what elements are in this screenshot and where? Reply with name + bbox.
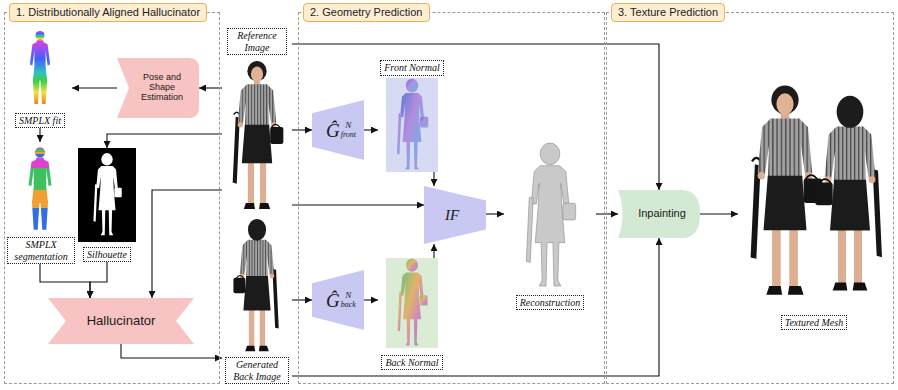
symbol-scripts: Nfront	[341, 121, 356, 140]
block-label: ĜNback	[320, 291, 356, 310]
block-label: Inpainting	[632, 207, 686, 220]
flow-arrow	[292, 44, 659, 190]
flow-arrow	[486, 213, 504, 214]
symbol-scripts: Nback	[341, 291, 356, 310]
flow-arrow	[433, 244, 434, 258]
flow-arrow	[39, 128, 40, 142]
figure-caption: Front Normal	[380, 60, 443, 76]
section-panel: 2. Geometry PredictionFront NormalĜNfron…	[298, 12, 605, 384]
figure-caption: Back Normal	[381, 355, 442, 371]
block-shape	[48, 298, 194, 344]
flow-arrow	[292, 129, 312, 130]
silhouette-figure: Silhouette	[78, 148, 136, 262]
flow-arrow	[121, 344, 222, 358]
flow-arrow	[364, 299, 378, 300]
section-heading: 3. Texture Prediction	[611, 3, 725, 22]
flow-arrow	[90, 262, 107, 298]
block-label: IF	[445, 206, 465, 224]
flow-arrow	[72, 87, 117, 88]
network-block: ĜNback	[312, 270, 364, 330]
block-shape	[424, 186, 486, 244]
front-normal-figure: Front Normal	[378, 60, 446, 172]
smplx-segmentation-body	[29, 147, 52, 230]
block-shape	[312, 100, 364, 160]
block-text: Inpainting	[638, 207, 686, 219]
flow-arrow	[152, 190, 222, 298]
block-shape	[618, 190, 700, 238]
symbol-base: Ĝ	[326, 121, 340, 140]
flow-arrow	[40, 264, 90, 298]
front-normal-map	[397, 79, 428, 170]
figure-caption: SMPLX fit	[15, 113, 65, 129]
symbol-base: Ĝ	[326, 291, 340, 310]
network-block: ĜNfront	[312, 100, 364, 160]
section-heading: 2. Geometry Prediction	[303, 3, 430, 22]
silhouette-ground	[78, 148, 136, 242]
flow-arrow	[364, 129, 378, 130]
hallucinator-block: Hallucinator	[48, 298, 194, 344]
figure-caption: Generated Back Image	[225, 357, 289, 384]
segmentation-figure: SMPLX segmentation	[6, 142, 76, 264]
subscript: back	[341, 301, 356, 310]
subscript: front	[341, 131, 356, 140]
generated-image: Generated Back Image	[222, 218, 292, 384]
front-normal-ground	[386, 78, 438, 172]
block-label: ĜNfront	[320, 121, 356, 140]
smplx-fit-figure: SMPLX fit	[8, 28, 72, 128]
flow-arrow	[107, 134, 222, 148]
generated-back-person	[233, 219, 278, 351]
flow-arrow	[596, 213, 618, 214]
block-shape	[117, 58, 199, 118]
figure-caption: Reference Image	[227, 28, 287, 55]
silhouette-figure	[93, 153, 121, 235]
flow-arrow	[199, 87, 222, 88]
back-normal-figure: Back Normal	[378, 258, 446, 370]
figure-caption: Textured Mesh	[781, 315, 847, 331]
block-text: Hallucinator	[87, 313, 156, 328]
flow-arrow	[292, 204, 424, 205]
figure-caption: SMPLX segmentation	[7, 237, 75, 264]
block-label: Pose and Shape Estimation	[128, 73, 188, 103]
flow-arrow	[433, 172, 434, 186]
section-panel: 1. Distributionally Aligned Hallucinator…	[4, 12, 220, 384]
block-shape	[312, 270, 364, 330]
superscript: N	[341, 291, 356, 301]
flow-arrow	[292, 238, 659, 376]
superscript: N	[341, 121, 356, 131]
back-normal-map	[398, 259, 428, 346]
flow-arrow	[292, 299, 312, 300]
textured-mesh-figure: Textured Mesh	[738, 80, 890, 330]
reconstruction-figure: Reconstruction	[504, 140, 596, 310]
reference-person	[233, 61, 284, 209]
back-normal-ground	[386, 258, 438, 348]
block-text: Pose and Shape Estimation	[141, 72, 183, 102]
estimation-block: Pose and Shape Estimation	[117, 58, 199, 118]
network-block: IF	[424, 186, 486, 244]
figure-caption: Silhouette	[83, 247, 131, 263]
section-panel: 3. Texture PredictionInpaintingTextured …	[606, 12, 894, 384]
smplx-fit-body	[30, 31, 50, 104]
flow-arrow	[700, 213, 738, 214]
block-label: Hallucinator	[87, 313, 156, 329]
block-text: IF	[445, 207, 459, 223]
figure-caption: Reconstruction	[516, 295, 585, 311]
textured-mesh-front	[751, 85, 823, 294]
reference-image: Reference Image	[222, 28, 292, 212]
textured-mesh-back	[815, 96, 882, 291]
section-heading: 1. Distributionally Aligned Hallucinator	[9, 3, 207, 22]
reconstructed-mesh	[526, 143, 575, 286]
inpainting-block: Inpainting	[618, 190, 700, 238]
